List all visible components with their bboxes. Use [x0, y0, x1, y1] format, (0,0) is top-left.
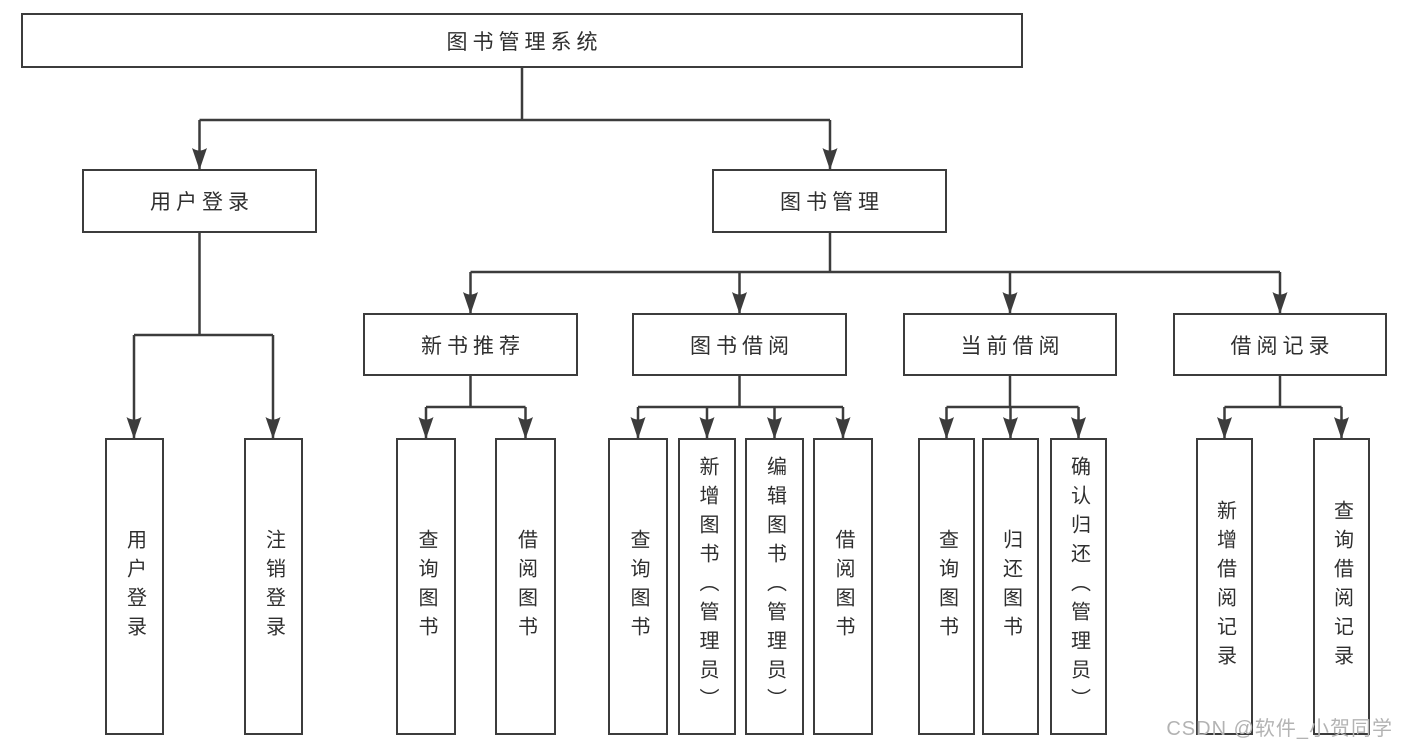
csdn-watermark: CSDN @软件_小贺同学 [1166, 718, 1393, 740]
leaf-bb-query-books-label: 查询图书 [627, 528, 649, 645]
leaf-cb-query-books-label: 查询图书 [935, 528, 958, 645]
leaf-br-query-record: 查询借阅记录 [1313, 438, 1370, 735]
leaf-logout: 注销登录 [244, 438, 303, 735]
leaf-nb-borrow-books: 借阅图书 [495, 438, 556, 735]
leaf-user-login-label: 用户登录 [123, 528, 146, 645]
leaf-nb-query-books: 查询图书 [396, 438, 456, 735]
leaf-br-add-record: 新增借阅记录 [1196, 438, 1253, 735]
node-book-management: 图书管理 [712, 169, 947, 233]
connector-group [126, 68, 1349, 439]
leaf-cb-return-books: 归还图书 [982, 438, 1039, 735]
node-new-book-recommend: 新书推荐 [363, 313, 578, 376]
node-borrow-records-label: 借阅记录 [1230, 334, 1335, 358]
leaf-cb-query-books: 查询图书 [918, 438, 975, 735]
leaf-bb-borrow-books: 借阅图书 [813, 438, 873, 735]
leaf-bb-add-books-admin-label: 新增图书（管理员） [696, 456, 718, 717]
leaf-nb-query-books-label: 查询图书 [415, 528, 437, 645]
leaf-cb-confirm-return-admin: 确认归还（管理员） [1050, 438, 1107, 735]
node-borrow-records: 借阅记录 [1173, 313, 1387, 376]
node-current-borrow: 当前借阅 [903, 313, 1117, 376]
node-user-login: 用户登录 [82, 169, 317, 233]
leaf-nb-borrow-books-label: 借阅图书 [514, 528, 537, 645]
node-book-borrow-label: 图书借阅 [690, 334, 794, 358]
node-book-borrow: 图书借阅 [632, 313, 847, 376]
leaf-bb-edit-books-admin-label: 编辑图书（管理员） [763, 456, 786, 717]
leaf-bb-add-books-admin: 新增图书（管理员） [678, 438, 736, 735]
node-current-borrow-label: 当前借阅 [960, 334, 1065, 358]
leaf-br-add-record-label: 新增借阅记录 [1213, 499, 1236, 674]
leaf-cb-return-books-label: 归还图书 [999, 528, 1022, 645]
leaf-br-query-record-label: 查询借阅记录 [1330, 499, 1353, 674]
node-user-login-label: 用户登录 [150, 191, 254, 214]
leaf-logout-label: 注销登录 [262, 528, 285, 645]
node-root: 图书管理系统 [21, 13, 1023, 68]
node-root-label: 图书管理系统 [446, 30, 603, 54]
leaf-bb-borrow-books-label: 借阅图书 [832, 528, 854, 645]
node-new-book-recommend-label: 新书推荐 [421, 334, 525, 358]
node-book-management-label: 图书管理 [780, 191, 884, 214]
leaf-cb-confirm-return-admin-label: 确认归还（管理员） [1067, 456, 1090, 717]
leaf-user-login: 用户登录 [105, 438, 164, 735]
leaf-bb-query-books: 查询图书 [608, 438, 668, 735]
leaf-bb-edit-books-admin: 编辑图书（管理员） [745, 438, 804, 735]
